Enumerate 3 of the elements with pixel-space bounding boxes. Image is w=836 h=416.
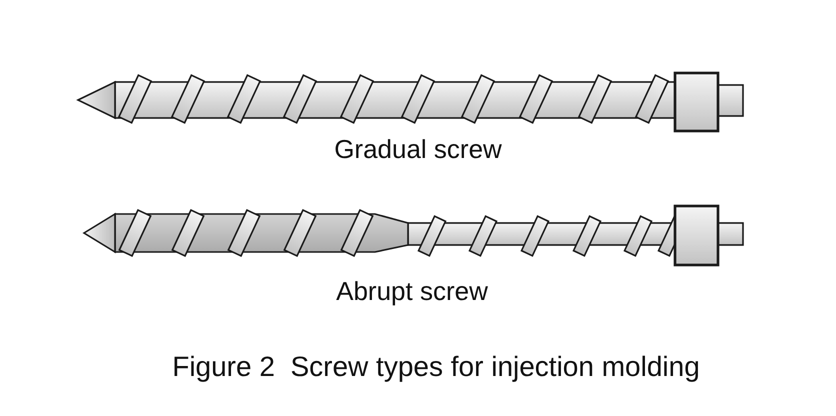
drawing-caption: Gradual screw [334, 136, 502, 162]
figure-caption: Figure 2 Screw types for injection molding [172, 353, 700, 381]
drawing-caption: Abrupt screw [336, 278, 488, 304]
